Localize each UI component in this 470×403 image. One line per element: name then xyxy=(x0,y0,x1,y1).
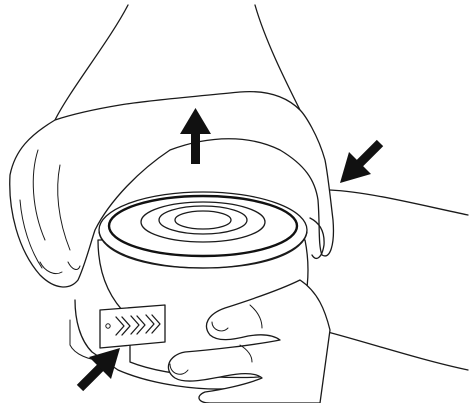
latch-tab xyxy=(100,305,165,348)
arrow-diagonal-icon xyxy=(80,348,120,388)
arrow-diagonal-icon xyxy=(340,143,380,183)
